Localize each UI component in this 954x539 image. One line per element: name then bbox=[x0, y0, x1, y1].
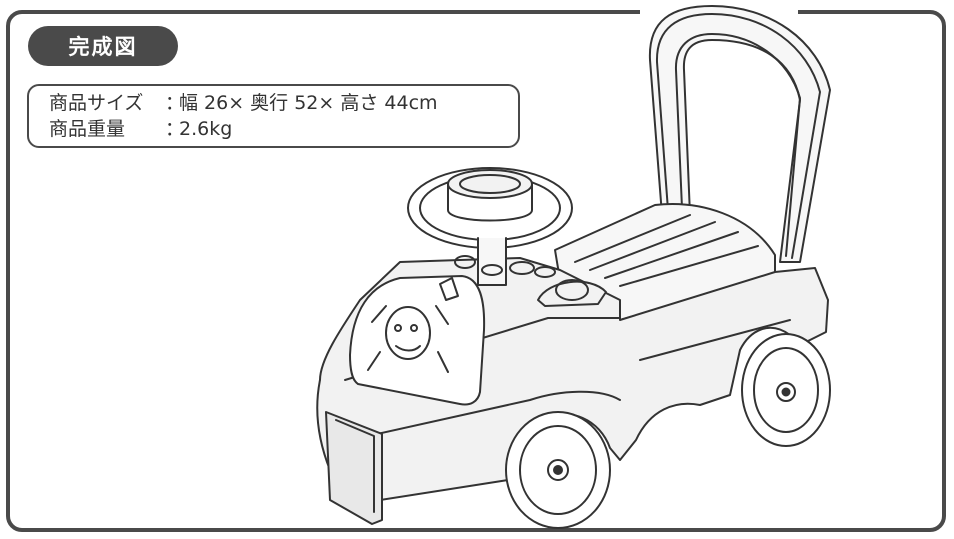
spec-value: 2.6kg bbox=[179, 118, 233, 140]
handle-bar bbox=[648, 5, 831, 263]
spec-row-weight: 商品重量 ： 2.6kg bbox=[49, 116, 518, 142]
spec-label: 商品サイズ bbox=[49, 92, 144, 114]
dashboard-controls bbox=[454, 255, 607, 307]
page-title: 完成図 bbox=[28, 26, 178, 66]
rear-wheel bbox=[741, 333, 831, 447]
ride-on-toy-car-illustration bbox=[316, 5, 831, 529]
spec-separator: ： bbox=[165, 92, 185, 114]
storage-window bbox=[349, 275, 486, 406]
spec-row-size: 商品サイズ ： 幅 26× 奥行 52× 高さ 44cm bbox=[49, 90, 518, 116]
steering-wheel bbox=[407, 167, 573, 286]
spec-label: 商品重量 bbox=[49, 118, 126, 140]
spec-box: 商品サイズ ： 幅 26× 奥行 52× 高さ 44cm 商品重量 ： 2.6k… bbox=[27, 84, 520, 148]
front-bumper bbox=[325, 411, 383, 525]
seat bbox=[554, 203, 776, 321]
content-frame bbox=[6, 10, 946, 532]
spec-separator: ： bbox=[165, 118, 185, 140]
front-wheel bbox=[505, 411, 611, 529]
spec-value: 幅 26× 奥行 52× 高さ 44cm bbox=[179, 92, 438, 114]
